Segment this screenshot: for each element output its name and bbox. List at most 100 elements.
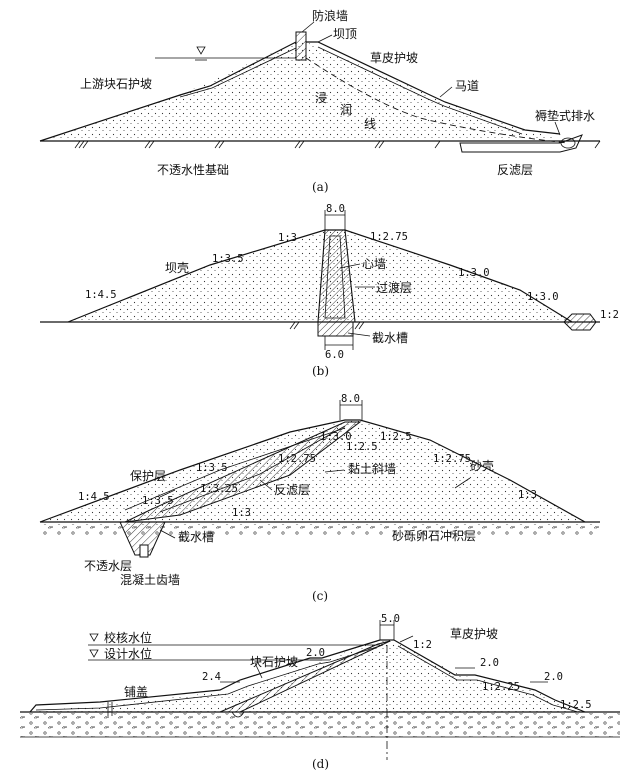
foundation-d [20, 713, 620, 737]
cutoff-trench-b [317, 321, 354, 337]
grass-line-d [397, 645, 579, 713]
label-shell: 坝壳 [165, 261, 189, 275]
toe-drain-b [563, 313, 597, 331]
leader [339, 263, 361, 269]
label-drain: 褥垫式排水 [535, 108, 595, 123]
label-clay-wall: 黏土斜墙 [348, 462, 396, 476]
filter-line-c [159, 425, 346, 513]
dam-body-b [68, 230, 572, 322]
slope-c-2: 1:2.5 [346, 441, 378, 453]
dam-body-a [40, 42, 570, 141]
label-riprap-d: 块石护坡 [250, 655, 298, 669]
downstream-face-d [393, 639, 586, 713]
label-phreatic: 浸 [315, 91, 327, 105]
label-phreatic-2: 润 [340, 103, 352, 117]
figure-a: 防浪墙 坝顶 草皮护坡 上游块石护坡 马道 浸 润 线 褥垫式排水 不透水性基础… [39, 8, 601, 194]
ground-hatch-b [289, 321, 365, 330]
slope-c-10: 1:3 [232, 507, 251, 519]
label-crest-width-c: 8.0 [341, 393, 360, 405]
label-grass-slope: 草皮护坡 [370, 51, 418, 65]
label-base-width-b: 6.0 [325, 349, 344, 361]
leader [159, 529, 176, 539]
phreatic-line [305, 57, 569, 144]
slope-c-8: 1:3.25 [200, 483, 238, 495]
slope-b-4: 1:2.75 [370, 231, 408, 243]
leader [159, 489, 176, 498]
label-sand-shell: 砂壳 [470, 459, 494, 473]
outer-face-c [39, 419, 586, 523]
label-protect: 保护层 [130, 469, 166, 483]
label-core: 心墙 [362, 257, 386, 271]
label-impervious-base: 不透水性基础 [157, 163, 229, 177]
width-d-1: 2.0 [306, 647, 325, 659]
leader [317, 34, 333, 43]
ground-hatch-a [74, 140, 601, 149]
caption-c: (c) [312, 589, 328, 603]
label-gravel: 砂砾卵石冲积层 [392, 528, 476, 543]
label-cutoff-b: 截水槽 [372, 331, 408, 345]
slope-d-2: 1:2.25 [482, 681, 520, 693]
figure-c: 8.0 1:3.0 1:2.5 1:2.5 1:2.75 1:3 1:3.5 1… [39, 393, 600, 603]
blanket-key [231, 711, 245, 718]
slope-b-5: 1:3.0 [458, 267, 490, 279]
label-crest-width-b: 8.0 [326, 203, 345, 215]
grass-line-a [317, 46, 523, 135]
drain-stones [560, 137, 576, 149]
slope-c-3: 1:2.5 [380, 431, 412, 443]
figure-b: 8.0 坝壳 心墙 过渡层 截水槽 6.0 1:4.5 1:3.5 1:3 1:… [40, 203, 619, 378]
slope-c-6: 1:3.5 [196, 462, 228, 474]
leader [399, 635, 414, 643]
caption-b: (b) [312, 364, 329, 378]
slope-c-7: 1:4.5 [78, 491, 110, 503]
check-level-icon [89, 633, 99, 642]
width-d-3: 2.0 [544, 671, 563, 683]
label-filter-c: 反滤层 [274, 483, 310, 497]
label-phreatic-3: 线 [364, 117, 376, 131]
slope-d-3: 1:2.5 [560, 699, 592, 711]
label-cutoff-c: 截水槽 [178, 530, 214, 544]
slope-d-1: 1:2 [413, 639, 432, 651]
slope-b-1: 1:4.5 [85, 289, 117, 301]
concrete-toe-wall [139, 544, 149, 558]
upstream-face-d [29, 639, 381, 713]
slope-c-5: 1:3 [518, 489, 537, 501]
core-d [219, 640, 391, 713]
label-impervious-c: 不透水层 [84, 559, 132, 573]
clay-wall [124, 421, 362, 523]
leader [324, 469, 345, 473]
label-upstream-riprap: 上游块石护坡 [80, 77, 152, 91]
wave-wall [295, 31, 307, 61]
drain-a [459, 134, 583, 153]
label-wave-wall: 防浪墙 [312, 8, 348, 23]
slope-b-6: 1:3.0 [527, 291, 559, 303]
riprap-line-d [35, 644, 384, 711]
label-grass-slope-d: 草皮护坡 [450, 627, 498, 641]
water-level-icon [196, 46, 206, 55]
figure-d: 5.0 校核水位 设计水位 草皮护坡 块石护坡 铺盖 1:2 2.0 2.0 2… [20, 613, 620, 771]
leader [301, 21, 315, 33]
label-check-level: 校核水位 [104, 630, 152, 645]
leader [254, 662, 263, 679]
design-level-icon [89, 649, 99, 658]
downstream-face-a [306, 41, 561, 135]
label-crest-width-d: 5.0 [381, 613, 400, 625]
slope-b-3: 1:3 [278, 232, 297, 244]
width-d-2: 2.0 [480, 657, 499, 669]
slope-c-11: 1:2.75 [278, 453, 316, 465]
slope-b-7: 1:2 [600, 309, 619, 321]
label-filter: 反滤层 [497, 163, 533, 177]
label-concrete: 混凝土齿墙 [120, 572, 180, 587]
leader [454, 477, 471, 489]
caption-d: (d) [312, 757, 329, 771]
leader [439, 86, 453, 98]
label-blanket: 铺盖 [124, 685, 148, 699]
leader [554, 121, 561, 136]
label-berm: 马道 [455, 79, 479, 93]
upstream-face-a [39, 41, 297, 142]
label-crest: 坝顶 [333, 27, 357, 41]
leader [347, 332, 371, 337]
slope-c-4: 1:2.75 [433, 453, 471, 465]
slope-c-9: 1:3.5 [142, 495, 174, 507]
core-inner [324, 235, 346, 319]
